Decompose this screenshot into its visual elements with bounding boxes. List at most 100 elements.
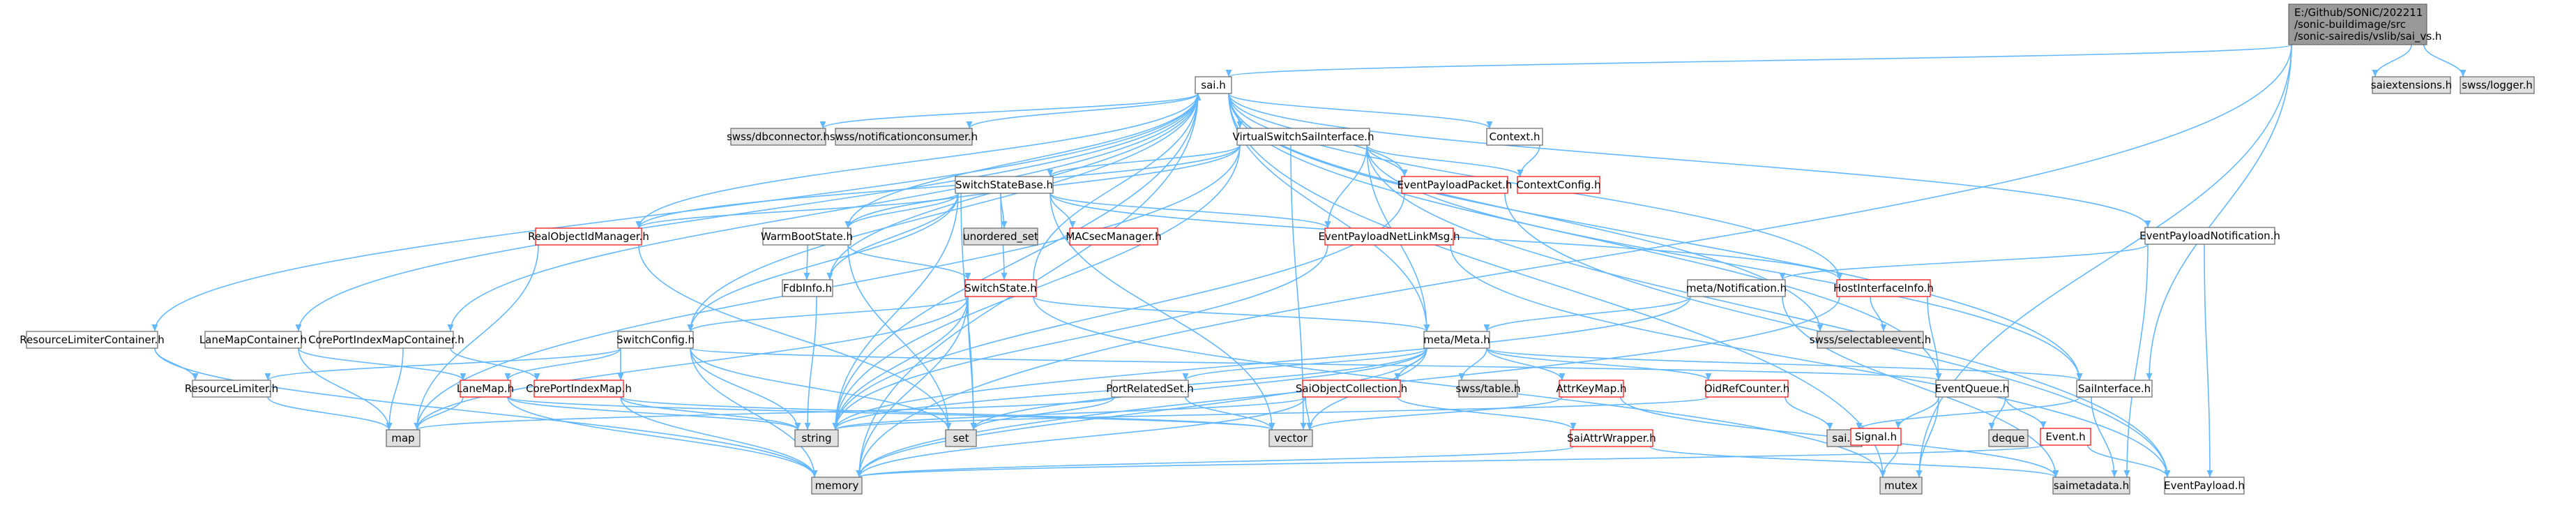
node-oidrefcounter-h[interactable]: OidRefCounter.h [1704,380,1790,398]
node-switchstatebase-h[interactable]: SwitchStateBase.h [955,176,1054,194]
node-contextconfig-h[interactable]: ContextConfig.h [1516,176,1601,194]
node-sai-h[interactable]: sai.h [1195,76,1232,94]
edge-fdb-to-string [804,296,817,430]
node-eventpayloadnetlinkmsg-h[interactable]: EventPayloadNetLinkMsg.h [1318,227,1460,246]
node-label: SaiObjectCollection.h [1296,382,1407,395]
node-lanemapcontainer-h[interactable]: LaneMapContainer.h [199,331,307,349]
node-saiinterface-h[interactable]: SaiInterface.h [2076,380,2153,398]
edge-orc-to-saih2 [1785,396,1833,430]
node-saimetadata-h[interactable]: saimetadata.h [2052,477,2130,495]
edge-line [1450,244,2168,478]
nodes-layer: E:/Github/SONiC/202211 /sonic-buildimage… [20,3,2535,495]
node-coreportindexmapcontainer-h[interactable]: CorePortIndexMapContainer.h [308,331,464,349]
node-swss-logger-h[interactable]: swss/logger.h [2460,76,2535,94]
edge-arrowhead [2206,470,2213,477]
node-saiattrwrapper-h[interactable]: SaiAttrWrapper.h [1567,429,1656,447]
edge-arrowhead [2146,373,2153,380]
edge-cpimc-to-cpim [450,347,540,381]
edge-wbs-to-sst [847,244,971,280]
edge-line [835,93,1199,430]
node-root-sai-vs-h[interactable]: E:/Github/SONiC/202211 /sonic-buildimage… [2288,3,2441,45]
edge-ssb-to-fdb [826,193,959,280]
edge-line [690,93,1199,332]
edge-vsi-to-ssb [1047,144,1241,177]
node-label: saiextensions.h [2371,79,2452,91]
edge-meta-to-memory [856,347,1427,478]
edge-ssb-to-swcfg [687,193,959,332]
node-swss-table-h[interactable]: swss/table.h [1455,380,1521,398]
node-attrkeymap-h[interactable]: AttrKeyMap.h [1556,380,1627,398]
node-event-h[interactable]: Event.h [2040,428,2091,446]
edge-wbs-to-fdb [803,244,810,280]
node-swss-dbconnector-h[interactable]: swss/dbconnector.h [727,128,830,146]
edge-sai-to-context [1228,93,1493,129]
node-saiextensions-h[interactable]: saiextensions.h [2371,76,2452,94]
node-resourcelimitercontainer-h[interactable]: ResourceLimiterContainer.h [20,331,165,349]
node-label: ContextConfig.h [1516,179,1600,191]
edge-line [507,396,815,478]
edge-context-to-ctxcfg [1517,144,1540,177]
node-meta-meta-h[interactable]: meta/Meta.h [1423,331,1490,349]
node-label: VirtualSwitchSaiInterface.h [1233,130,1374,143]
edge-arrowhead [1517,170,1524,177]
node-saiobjectcollection-h[interactable]: SaiObjectCollection.h [1296,380,1407,398]
edge-lm-to-vector [507,396,1275,430]
node-label: swss/selectableevent.h [1810,334,1931,346]
edge-arrowhead [1559,373,1566,380]
node-label: string [801,432,831,444]
edge-arrowhead [635,221,642,228]
node-switchstate-h[interactable]: SwitchState.h [964,279,1037,297]
edge-arrowhead [844,221,851,228]
node-set[interactable]: set [945,429,977,447]
node-label: CorePortIndexMap.h [526,382,632,395]
node-signal-h[interactable]: Signal.h [1850,428,1902,446]
node-eventpayload-h[interactable]: EventPayload.h [2164,477,2245,495]
node-eventpayloadpacket-h[interactable]: EventPayloadPacket.h [1397,176,1513,194]
node-unordered-set[interactable]: unordered_set [963,227,1038,246]
node-swss-notificationconsumer-h[interactable]: swss/notificationconsumer.h [830,128,978,146]
node-eventpayloadnotification-h[interactable]: EventPayloadNotification.h [2139,227,2280,245]
node-label: EventPayloadNetLinkMsg.h [1318,230,1460,243]
node-virtualswitchsaiinterface-h[interactable]: VirtualSwitchSaiInterface.h [1233,128,1374,146]
edge-eq-to-signal [1895,396,1939,429]
edge-line [847,193,959,229]
edge-arrowhead [804,423,811,430]
edge-arrowhead [1836,273,1843,280]
node-map[interactable]: map [386,429,421,447]
node-lanemap-h[interactable]: LaneMap.h [457,380,514,398]
edge-line [847,93,1199,229]
edge-line [298,347,464,381]
edge-line [2126,243,2149,478]
edge-line [2005,396,2044,429]
node-context-h[interactable]: Context.h [1486,128,1543,146]
node-meta-notification-h[interactable]: meta/Notification.h [1686,279,1787,297]
edge-event-to-memory [856,444,2044,478]
edge-line [1309,396,1563,430]
node-mutex[interactable]: mutex [1879,477,1923,495]
node-fdbinfo-h[interactable]: FdbInfo.h [782,279,833,297]
node-realobjectidmanager-h[interactable]: RealObjectIdManager.h [528,227,649,246]
edge-saiattrw-to-saimeta [1649,446,2059,478]
edge-arrowhead [2144,220,2151,227]
node-memory[interactable]: memory [811,477,863,495]
edge-line [1050,193,1273,430]
node-macsecmanager-h[interactable]: MACsecManager.h [1066,227,1162,246]
node-string[interactable]: string [794,429,839,447]
node-label: ResourceLimiter.h [185,382,278,395]
node-switchconfig-h[interactable]: SwitchConfig.h [616,331,695,349]
node-deque[interactable]: deque [1988,429,2029,447]
node-swss-selectableevent-h[interactable]: swss/selectableevent.h [1810,331,1931,349]
edge-orc-to-string [832,396,1709,430]
node-resourcelimiter-h[interactable]: ResourceLimiter.h [185,380,278,398]
edge-arrowhead [1324,221,1331,228]
node-warmbootstate-h[interactable]: WarmBootState.h [761,227,853,246]
node-vector[interactable]: vector [1268,429,1313,447]
node-coreportindexmap-h[interactable]: CorePortIndexMap.h [526,380,632,398]
edge-line [1327,144,1367,229]
node-eventqueue-h[interactable]: EventQueue.h [1935,380,2010,398]
node-label: CorePortIndexMapContainer.h [308,334,464,346]
node-hostinterfaceinfo-h[interactable]: HostInterfaceInfo.h [1833,279,1934,297]
node-portrelatedset-h[interactable]: PortRelatedSet.h [1106,380,1194,398]
node-label: memory [815,479,859,492]
